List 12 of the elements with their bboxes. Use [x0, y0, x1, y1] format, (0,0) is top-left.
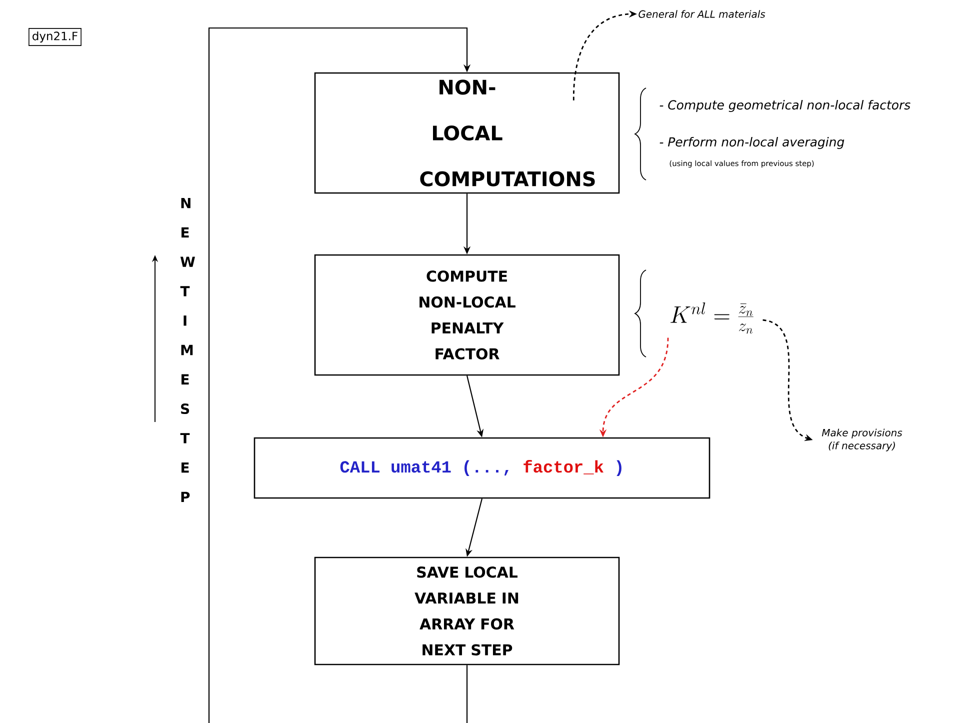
annotation-text: - Perform non-local averaging	[660, 136, 844, 150]
process-box: COMPUTE NON-LOCAL PENALTY FACTOR	[314, 254, 620, 376]
process-box: SAVE LOCAL VARIABLE IN ARRAY FOR NEXT STEP	[314, 556, 620, 666]
loop-arrow	[208, 27, 471, 723]
annotation-text: General for ALL materials	[638, 10, 766, 18]
vertical-label: NEW TIME STEP	[180, 198, 195, 502]
annotation-text: - Compute geometrical non-local factors	[660, 100, 910, 112]
formula: $K^{nl} = \frac{\bar{z}_n}{z_n}$	[670, 302, 754, 334]
process-box: NON-LOCAL COMPUTATIONS	[314, 72, 620, 194]
annotation-text: Make provisions (if necessary)	[822, 428, 902, 452]
code-box: CALL umat41 (..., factor_k )	[254, 437, 710, 499]
file-name-box: dyn21.F	[28, 28, 82, 46]
